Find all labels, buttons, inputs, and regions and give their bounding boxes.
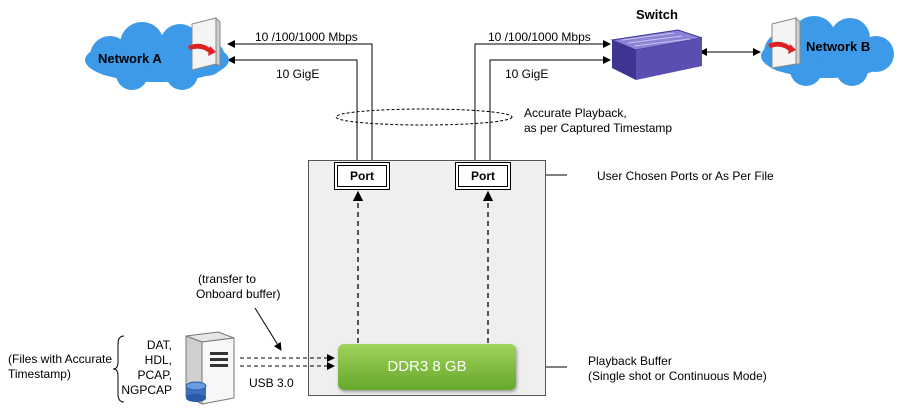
format-dat: DAT,: [146, 338, 172, 352]
router-b-icon: [768, 16, 801, 69]
files-note-line2: Timestamp): [8, 367, 71, 381]
timestamp-ellipse: [335, 108, 513, 126]
format-ngpcap: NGPCAP: [121, 383, 172, 397]
link-left-gige: [227, 56, 358, 166]
network-b-label: Network B: [806, 39, 871, 54]
port-left: Port: [335, 163, 389, 189]
files-note-line1: (Files with Accurate: [8, 352, 113, 366]
link-right-gige: [489, 56, 611, 166]
usb-label: USB 3.0: [249, 376, 294, 390]
network-a-label: Network A: [98, 51, 162, 66]
network-a-cloud: [85, 22, 229, 90]
right-gige-label: 10 GigE: [505, 67, 549, 81]
format-pcap: PCAP,: [137, 368, 172, 382]
left-speed-label: 10 /100/1000 Mbps: [255, 30, 358, 44]
playback-note-line1: Accurate Playback,: [524, 106, 627, 120]
format-hdl: HDL,: [144, 353, 172, 367]
router-a-icon: [188, 16, 221, 71]
transfer-arrow: [254, 307, 282, 351]
switch-icon: [610, 29, 703, 80]
link-right-speed: [474, 40, 611, 166]
link-left-speed: [227, 40, 373, 166]
transfer-note-line2: Onboard buffer): [196, 287, 281, 301]
transfer-note-line1: (transfer to: [198, 272, 257, 286]
buffer-note-line2: (Single shot or Continuous Mode): [588, 369, 767, 383]
ports-note: User Chosen Ports or As Per File: [597, 169, 774, 183]
server-icon: [185, 331, 235, 405]
switch-label: Switch: [636, 7, 678, 22]
playback-note-line2: as per Captured Timestamp: [524, 121, 673, 135]
port-right: Port: [456, 163, 510, 189]
formats-brace: [112, 335, 125, 403]
left-gige-label: 10 GigE: [276, 67, 320, 81]
buffer-note-line1: Playback Buffer: [588, 354, 672, 368]
ddr-buffer: DDR3 8 GB: [338, 344, 516, 390]
right-speed-label: 10 /100/1000 Mbps: [488, 30, 591, 44]
